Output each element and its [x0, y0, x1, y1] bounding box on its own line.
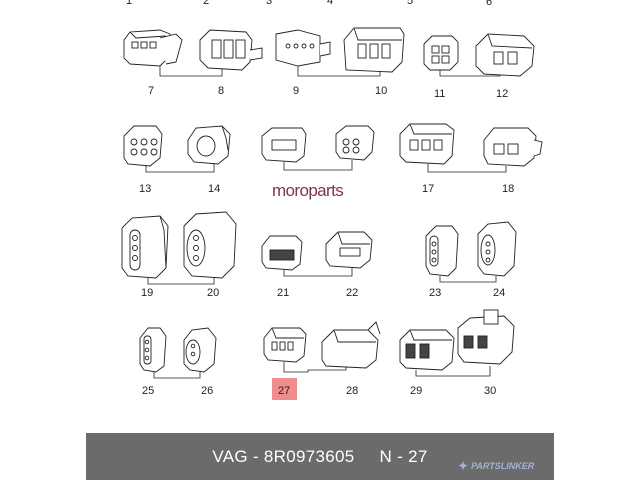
callout-17: 17	[422, 183, 434, 195]
callout-13: 13	[139, 183, 151, 195]
part-number: 8R0973605	[263, 446, 355, 466]
footer-label: VAG - 8R0973605 N - 27	[86, 433, 554, 480]
connector-30	[457, 309, 515, 365]
callout-1: 1	[126, 0, 132, 7]
leader-25-26	[153, 372, 201, 379]
callout-21: 21	[277, 287, 289, 299]
partslinker-logo: ✦ PARTSLINKER	[458, 459, 534, 473]
leader-9-10	[297, 66, 381, 77]
highlighted-callout-box	[272, 378, 297, 400]
connector-18	[483, 127, 543, 167]
partslinker-text: PARTSLINKER	[471, 461, 535, 471]
connector-24	[477, 221, 517, 277]
connector-23	[425, 225, 459, 277]
callout-10: 10	[375, 85, 387, 97]
callout-19: 19	[141, 287, 153, 299]
footer-bar: VAG - 8R0973605 N - 27	[86, 433, 554, 480]
watermark-logo: moroparts	[272, 181, 344, 200]
connector-9	[275, 29, 331, 67]
connector-26	[183, 327, 217, 373]
callout-18: 18	[502, 183, 514, 195]
connector-22	[325, 231, 373, 269]
callout-5: 5	[407, 0, 413, 7]
separator: -	[247, 446, 264, 466]
leader-29-30	[415, 366, 491, 377]
brand-label: VAG	[212, 446, 248, 466]
connector-13	[123, 125, 163, 167]
leader-21-22	[283, 268, 353, 277]
star-icon: ✦	[458, 459, 469, 473]
leader-27-28	[283, 362, 347, 373]
connector-16	[335, 125, 375, 161]
connector-8	[199, 29, 263, 71]
callout-8: 8	[218, 85, 224, 97]
connector-12	[475, 33, 535, 77]
callout-14: 14	[208, 183, 220, 195]
callout-25: 25	[142, 385, 154, 397]
callout-27: 27	[278, 385, 290, 397]
callout-28: 28	[346, 385, 358, 397]
connector-17	[399, 123, 455, 165]
connector-25	[139, 327, 167, 373]
leader-23-24	[439, 276, 497, 283]
callout-30: 30	[484, 385, 496, 397]
callout-11: 11	[434, 88, 445, 100]
callout-2: 2	[203, 0, 209, 7]
connector-28	[321, 321, 381, 369]
connector-20	[183, 211, 237, 279]
connector-15	[261, 127, 307, 163]
leader-13-14	[145, 162, 215, 173]
callout-24: 24	[493, 287, 505, 299]
leader-17-18	[427, 164, 507, 173]
callout-22: 22	[346, 287, 358, 299]
connector-diagram: 1 2 3 4 5 6 7 8 9	[121, 0, 543, 397]
callout-20: 20	[207, 287, 219, 299]
callout-29: 29	[410, 385, 422, 397]
callout-7: 7	[148, 85, 154, 97]
leader-7-8	[159, 66, 223, 77]
connector-27	[263, 327, 307, 363]
connector-21	[261, 235, 303, 271]
connector-14	[187, 125, 231, 165]
leader-19-20	[147, 276, 215, 285]
callout-9: 9	[293, 85, 299, 97]
connector-19	[121, 215, 169, 279]
callout-26: 26	[201, 385, 213, 397]
callout-4: 4	[327, 0, 333, 7]
callout-23: 23	[429, 287, 441, 299]
connector-11	[423, 35, 459, 71]
connector-29	[399, 329, 455, 371]
position-label: N - 27	[379, 446, 428, 466]
callout-6: 6	[486, 0, 492, 8]
leader-15-16	[283, 160, 353, 171]
callout-3: 3	[266, 0, 272, 7]
callout-12: 12	[496, 88, 508, 100]
connector-10	[343, 27, 405, 73]
connector-7	[123, 29, 183, 67]
